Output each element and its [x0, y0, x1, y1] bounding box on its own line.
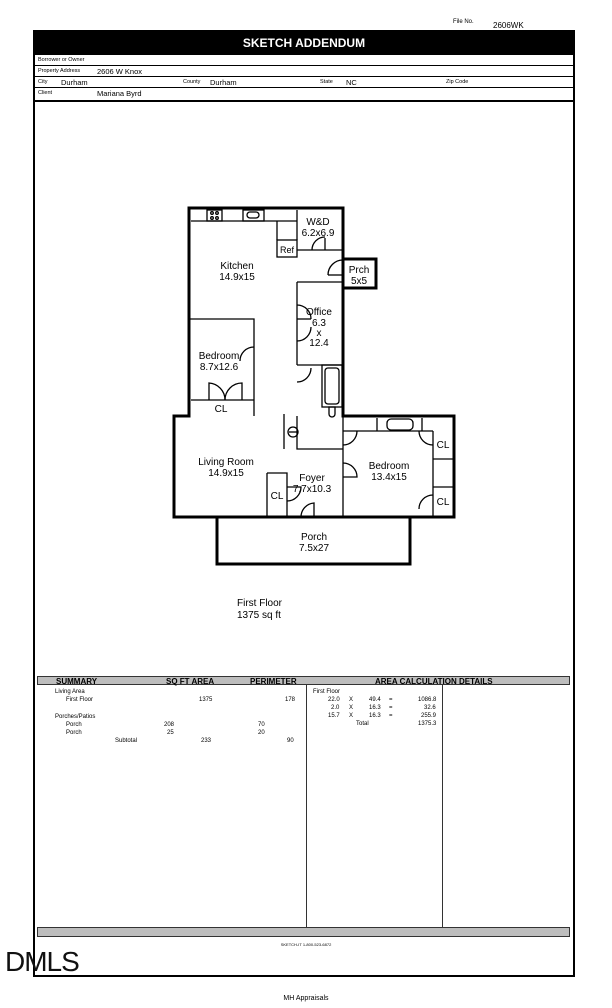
- header-divider: [33, 100, 575, 102]
- porch2-label: Porch: [66, 730, 82, 736]
- room-office-dims1: 6.3: [312, 318, 326, 329]
- client-row: Client Mariana Byrd: [35, 88, 575, 99]
- summary-header: SUMMARY SQ FT AREA PERIMETER AREA CALCUL…: [37, 676, 570, 686]
- porch1-area: 208: [164, 722, 175, 728]
- calc-row2-b: 16.3: [369, 705, 381, 711]
- client-label: Client: [38, 90, 53, 96]
- room-office-dims3: 12.4: [309, 338, 329, 349]
- room-bedroom1-dims: 8.7x12.6: [200, 362, 239, 373]
- summary-divider: [306, 685, 307, 927]
- city-label: City: [38, 79, 48, 85]
- calc-row2-a: 2.0: [331, 705, 340, 711]
- first-floor-label: First Floor: [66, 697, 93, 703]
- footer-bar: [37, 927, 570, 937]
- location-row: City Durham County Durham State NC Zip C…: [35, 77, 575, 88]
- room-office-name: Office: [306, 307, 332, 318]
- calc-row3-b: 16.3: [369, 713, 381, 719]
- first-floor-area: 1375: [199, 697, 213, 703]
- file-no-label: File No.: [453, 19, 474, 25]
- room-foyer-name: Foyer: [299, 473, 325, 484]
- calc-row2-result: 32.6: [424, 705, 436, 711]
- summary-col-label: SUMMARY: [56, 677, 98, 686]
- zip-label: Zip Code: [446, 79, 469, 85]
- calc-row1-result: 1086.8: [418, 697, 437, 703]
- calc-total-value: 1375.3: [418, 721, 437, 727]
- address-value: 2606 W Knox: [97, 67, 143, 76]
- client-value: Mariana Byrd: [97, 89, 142, 98]
- perimeter-col-label: PERIMETER: [250, 677, 297, 686]
- room-bedroom1-name: Bedroom: [199, 351, 240, 362]
- calc-row2-op: X: [349, 705, 354, 711]
- dmls-watermark: DMLS: [5, 946, 80, 977]
- state-label: State: [320, 79, 333, 85]
- room-bedroom2-name: Bedroom: [369, 461, 410, 472]
- porch1-label: Porch: [66, 722, 82, 728]
- details-col-label: AREA CALCULATION DETAILS: [375, 677, 493, 686]
- details-divider: [442, 685, 443, 927]
- room-foyer-dims: 7.7x10.3: [293, 484, 332, 495]
- calc-row3-a: 15.7: [328, 713, 340, 719]
- borrower-label: Borrower or Owner: [38, 57, 85, 63]
- room-kitchen-name: Kitchen: [220, 261, 253, 272]
- file-no-value: 2606WK: [493, 21, 524, 30]
- subtotal-label: Subtotal: [115, 738, 138, 744]
- calc-total-label: Total: [356, 721, 369, 727]
- room-cl2-name: CL: [271, 491, 284, 502]
- city-value: Durham: [61, 78, 88, 87]
- room-ref-name: Ref: [280, 245, 295, 255]
- porch2-perimeter: 20: [258, 730, 265, 736]
- room-living-dims: 14.9x15: [208, 468, 244, 479]
- sketch-credit: SKETCH-IT 1-800-523-6872: [280, 942, 332, 947]
- plan-caption-floor: First Floor: [237, 598, 282, 609]
- room-bedroom2-dims: 13.4x15: [371, 472, 407, 483]
- calc-row1-a: 22.0: [328, 697, 340, 703]
- room-living-name: Living Room: [198, 457, 254, 468]
- company-name: MH Appraisals: [283, 995, 329, 1002]
- calc-row1-b: 49.4: [369, 697, 381, 703]
- room-porch-dims: 7.5x27: [299, 543, 329, 554]
- room-cl4-name: CL: [437, 497, 450, 508]
- porch2-area: 25: [167, 730, 174, 736]
- calc-row3-eq: =: [389, 713, 393, 719]
- calc-row3-op: X: [349, 713, 354, 719]
- calc-floor-label: First Floor: [313, 689, 340, 695]
- subtotal-perimeter: 90: [287, 738, 294, 744]
- plan-caption: First Floor 1375 sq ft: [237, 598, 282, 622]
- address-label: Property Address: [38, 68, 81, 74]
- porches-label: Porches/Patios: [55, 714, 96, 720]
- sqft-col-label: SQ FT AREA: [166, 677, 215, 686]
- calc-row2-eq: =: [389, 705, 393, 711]
- room-wd-name: W&D: [306, 217, 329, 228]
- subtotal-area: 233: [201, 738, 212, 744]
- plan-caption-area: 1375 sq ft: [237, 610, 281, 621]
- county-value: Durham: [210, 78, 237, 87]
- first-floor-perimeter: 178: [285, 697, 296, 703]
- room-prch-dims: 5x5: [351, 276, 368, 287]
- room-porch-name: Porch: [301, 532, 327, 543]
- living-area-label: Living Area: [55, 689, 85, 695]
- state-value: NC: [346, 78, 357, 87]
- room-kitchen-dims: 14.9x15: [219, 272, 255, 283]
- room-cl1-name: CL: [215, 404, 228, 415]
- county-label: County: [183, 79, 201, 85]
- room-prch-name: Prch: [349, 265, 370, 276]
- room-wd-dims: 6.2x6.9: [302, 228, 335, 239]
- page-title: SKETCH ADDENDUM: [33, 30, 575, 55]
- room-office-dims2: x: [317, 328, 322, 339]
- porch1-perimeter: 70: [258, 722, 265, 728]
- floor-plan-sketch: W&D 6.2x6.9 Ref Kitchen 14.9x15 Prch 5x5…: [35, 102, 573, 672]
- address-row: Property Address 2606 W Knox: [35, 66, 575, 77]
- borrower-row: Borrower or Owner: [35, 55, 575, 66]
- calc-row3-result: 255.9: [421, 713, 437, 719]
- room-cl3-name: CL: [437, 440, 450, 451]
- calc-row1-op: X: [349, 697, 354, 703]
- calc-row1-eq: =: [389, 697, 393, 703]
